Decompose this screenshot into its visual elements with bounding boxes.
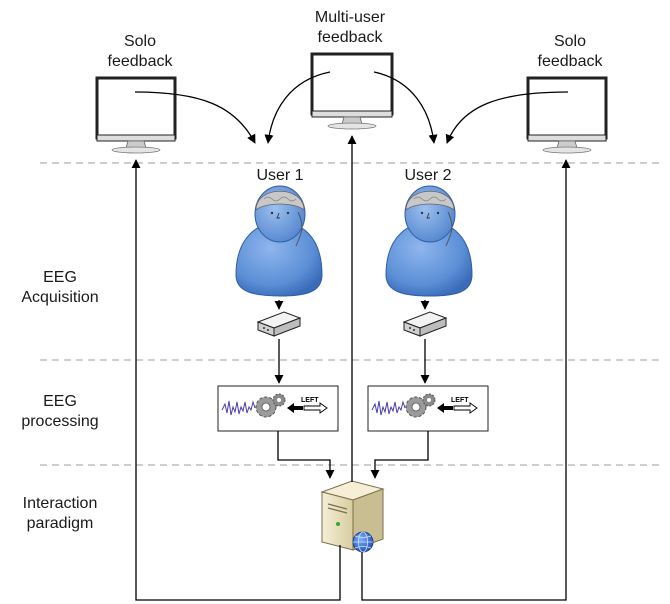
eeg-cap-icon [405, 190, 455, 211]
arrow-solo-left-to-user1 [134, 91, 256, 144]
arrow-multi-to-user1 [264, 71, 331, 144]
label-line: feedback [317, 29, 383, 46]
label-line: Solo [123, 33, 157, 50]
label-line: Solo [553, 33, 587, 50]
arrow-multi-to-user2 [373, 71, 438, 144]
arrow-server-to-solo-right [361, 159, 571, 601]
user2-label: User 2 [404, 167, 452, 184]
user1-figure [235, 185, 323, 297]
label-line: Multi-user [314, 9, 386, 26]
multi-user-feedback-label: Multi-user feedback [300, 8, 400, 48]
label-line: processing [21, 413, 99, 430]
solo-feedback-right-label: Solo feedback [530, 32, 610, 72]
command-label-user2: LEFT [451, 397, 469, 404]
eeg-signal-icon [221, 400, 256, 416]
processing-box-user2 [367, 385, 489, 432]
amplifier-user2 [402, 311, 448, 337]
stage-label-processing: EEG processing [5, 392, 115, 432]
gears-icon [405, 393, 436, 418]
monitor-solo-left [95, 76, 177, 154]
processing-to-server-arrows [277, 431, 429, 479]
monitor-multi-user [310, 52, 394, 130]
stage-separators [40, 162, 662, 466]
server-to-monitor-arrows [131, 135, 571, 601]
monitor-solo-right [526, 76, 608, 154]
label-line: Acquisition [21, 289, 99, 306]
arrow-solo-right-to-user2 [445, 91, 569, 144]
left-arrow-icon [437, 403, 453, 413]
right-arrow-icon [453, 402, 478, 414]
acquisition-arrows [274, 300, 430, 384]
gears-icon [255, 393, 286, 418]
globe-icon [352, 531, 374, 553]
server-icon [320, 480, 385, 551]
feedback-arrows [134, 71, 569, 144]
arrow-server-to-solo-left [131, 159, 341, 601]
label-line: feedback [537, 53, 603, 70]
user2-figure [385, 185, 473, 297]
left-arrow-icon [287, 403, 303, 413]
eeg-signal-icon [371, 400, 406, 416]
label-line: EEG [43, 269, 77, 286]
amplifier-user1 [256, 311, 302, 337]
user1-label: User 1 [256, 167, 304, 184]
right-arrow-icon [303, 402, 328, 414]
processing-box-user1 [217, 385, 339, 432]
label-line: Interaction [22, 495, 98, 512]
label-line: EEG [43, 393, 77, 410]
label-line: feedback [107, 53, 173, 70]
solo-feedback-left-label: Solo feedback [100, 32, 180, 72]
stage-label-interaction: Interaction paradigm [5, 494, 115, 534]
label-line: paradigm [26, 515, 94, 532]
command-label-user1: LEFT [301, 397, 319, 404]
eeg-cap-icon [255, 190, 305, 211]
stage-label-acquisition: EEG Acquisition [5, 268, 115, 308]
